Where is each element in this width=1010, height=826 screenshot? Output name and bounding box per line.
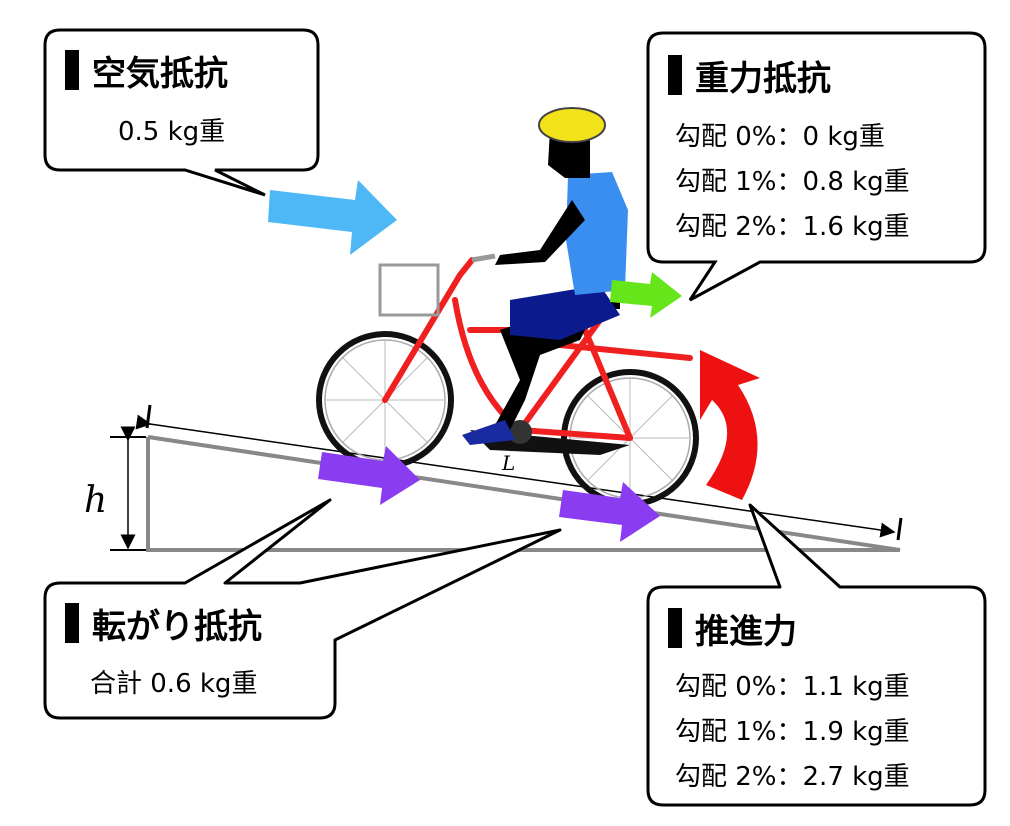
length-label: L	[501, 451, 515, 475]
basket	[378, 263, 440, 317]
shirt	[566, 172, 628, 295]
shoe	[462, 420, 515, 445]
rolling-resistance-title: 転がり抵抗	[92, 607, 262, 647]
air-resistance-value: 0.5 kg重	[118, 117, 225, 147]
rider	[462, 107, 628, 445]
helmet	[538, 107, 606, 143]
title-marker	[65, 603, 79, 643]
propulsion-callout: 推進力 勾配 0%：1.1 kg重 勾配 1%：1.9 kg重 勾配 2%：2.…	[646, 503, 987, 807]
rolling-resistance-callout: 転がり抵抗 合計 0.6 kg重	[43, 498, 562, 720]
gravity-row: 勾配 1%：0.8 kg重	[675, 167, 910, 197]
arm	[495, 200, 585, 265]
air-resistance-title: 空気抵抗	[92, 54, 228, 94]
title-marker	[668, 55, 682, 95]
rolling-resistance-value: 合計 0.6 kg重	[90, 669, 257, 699]
rolling-resistance-arrow-rear	[559, 482, 660, 542]
gravity-resistance-callout: 重力抵抗 勾配 0%：0 kg重 勾配 1%：0.8 kg重 勾配 2%：1.6…	[646, 31, 987, 302]
propulsion-row: 勾配 0%：1.1 kg重	[675, 672, 910, 702]
gravity-row: 勾配 2%：1.6 kg重	[675, 212, 910, 242]
air-resistance-callout: 空気抵抗 0.5 kg重	[43, 28, 320, 197]
height-label: h	[84, 480, 107, 521]
title-marker	[65, 50, 79, 90]
title-marker	[668, 608, 682, 648]
length-dimension	[135, 414, 896, 538]
propulsion-title: 推進力	[695, 612, 797, 652]
gravity-resistance-title: 重力抵抗	[695, 59, 831, 99]
shorts	[510, 285, 620, 340]
propulsion-row: 勾配 2%：2.7 kg重	[675, 762, 910, 792]
propulsion-row: 勾配 1%：1.9 kg重	[675, 717, 910, 747]
air-resistance-arrow	[268, 180, 397, 255]
rolling-resistance-arrow-front	[318, 446, 420, 505]
slope: h L	[84, 404, 903, 552]
propulsion-arrow	[700, 350, 760, 500]
gravity-row: 勾配 0%：0 kg重	[675, 122, 885, 152]
gravity-resistance-arrow	[610, 272, 682, 318]
